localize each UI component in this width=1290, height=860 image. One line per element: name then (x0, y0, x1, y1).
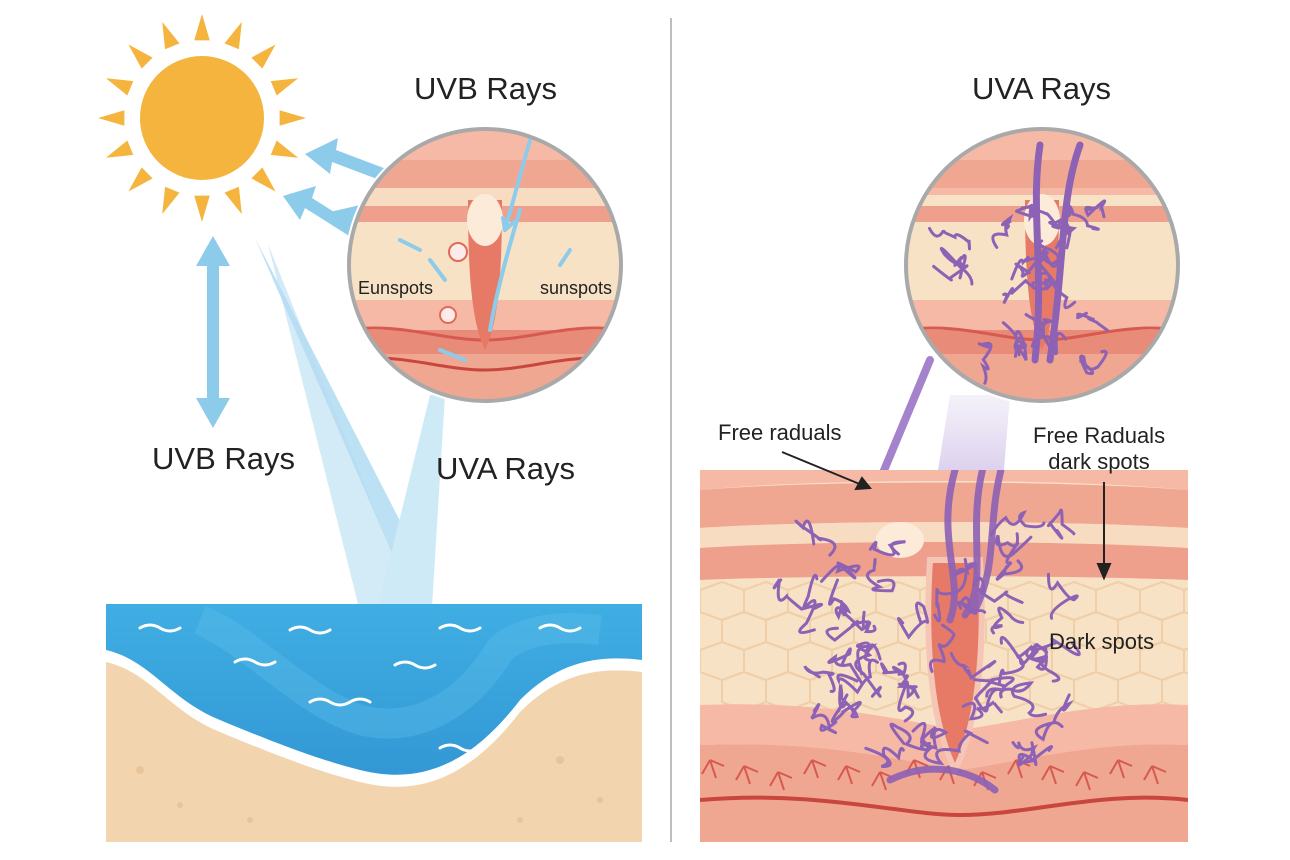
sun-icon (98, 14, 306, 222)
label-dark-spots: Dark spots (1049, 629, 1155, 654)
label-uva-left: UVA Rays (436, 451, 575, 486)
inset-label-sunspots: sunspots (540, 278, 613, 298)
label-uva-top: UVA Rays (972, 71, 1111, 106)
inset-label-eunspots: Eunspots (358, 278, 434, 298)
label-pointers (781, 451, 1112, 581)
skin-inset-right (902, 125, 1182, 405)
skin-cross-section (700, 470, 1188, 842)
water-waves (138, 623, 582, 753)
label-uvb-top: UVB Rays (414, 71, 557, 106)
label-free-radicals: Free raduals (718, 420, 842, 445)
label-uvb-left: UVB Rays (152, 441, 295, 476)
beach (106, 604, 642, 842)
label-free-radicals-dark-spots: Free Raduals dark spots (1033, 423, 1166, 475)
skin-inset-left (345, 125, 625, 405)
uv-beams (255, 238, 445, 640)
double-arrow (196, 236, 230, 428)
